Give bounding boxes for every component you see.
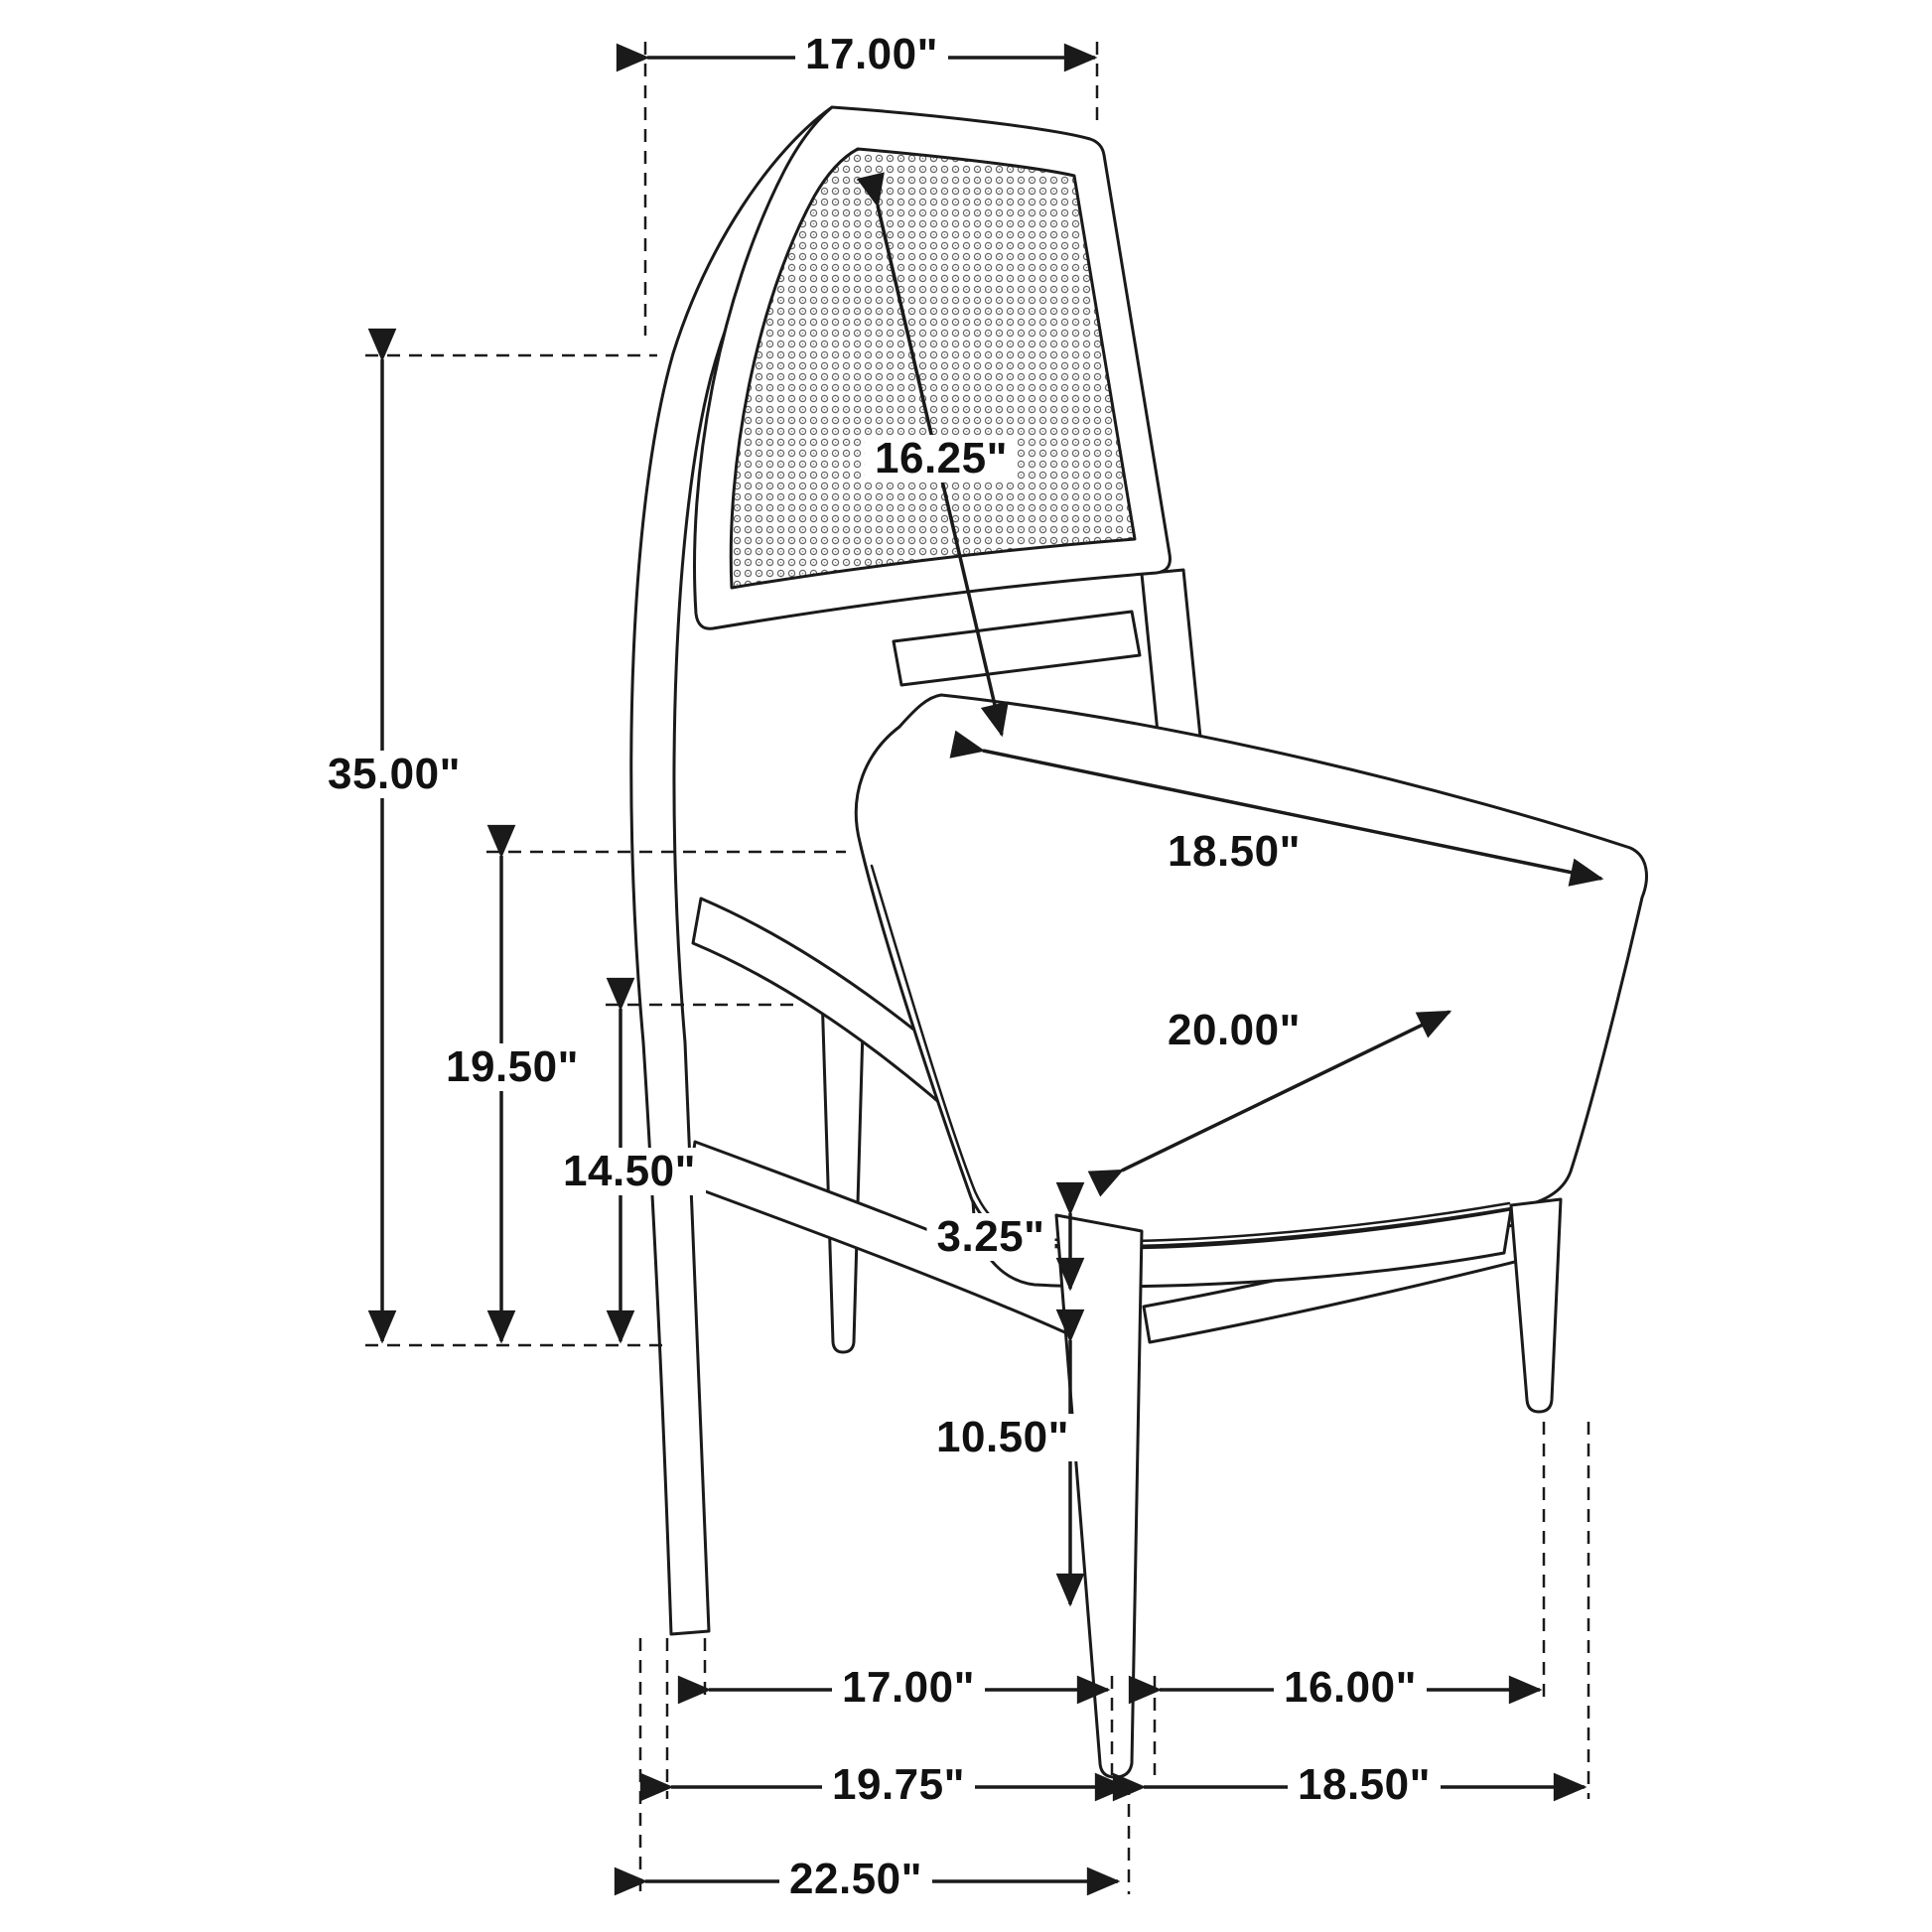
lower-back-rail — [892, 610, 1142, 687]
dim-line-seat-width — [1087, 1010, 1452, 1197]
front-far-leg — [1509, 1197, 1563, 1414]
label-overall-height: 35.00" — [318, 751, 471, 798]
label-front-leg-span: 17.00" — [832, 1664, 985, 1712]
label-side-leg-span: 16.00" — [1274, 1664, 1427, 1712]
label-overall-depth: 22.50" — [779, 1856, 932, 1903]
extension-lines — [365, 42, 1590, 1894]
label-base-depth-right: 18.50" — [1288, 1761, 1441, 1809]
back-far-leg — [820, 991, 866, 1354]
label-base-depth-left: 19.75" — [822, 1761, 975, 1809]
label-seat-width: 20.00" — [1158, 1007, 1311, 1054]
label-seat-depth: 18.50" — [1158, 828, 1311, 876]
seat-cushion — [854, 693, 1648, 1248]
label-stretcher-gap: 3.25" — [926, 1213, 1055, 1261]
dim-line-seat-depth — [949, 730, 1604, 887]
label-stretcher-clearance: 10.50" — [926, 1414, 1079, 1461]
label-top-width: 17.00" — [795, 31, 948, 78]
label-seat-height: 19.50" — [436, 1043, 589, 1091]
label-back-panel-diagonal: 16.25" — [865, 435, 1018, 483]
label-apron-height: 14.50" — [553, 1148, 706, 1195]
